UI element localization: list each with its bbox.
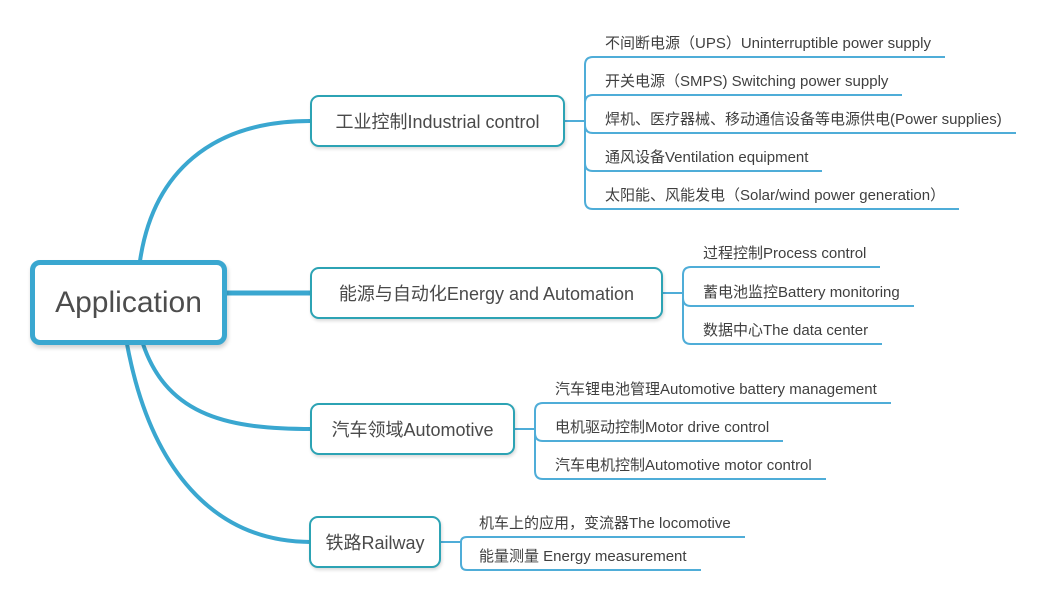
- leaf-battery-monitoring[interactable]: 蓄电池监控Battery monitoring: [691, 283, 914, 307]
- leaf-ups[interactable]: 不间断电源（UPS）Uninterruptible power supply: [593, 34, 945, 58]
- branch-connector-railway: [441, 536, 468, 571]
- branch-automotive[interactable]: 汽车领域Automotive: [310, 403, 515, 455]
- leaf-data-center[interactable]: 数据中心The data center: [691, 321, 883, 345]
- leaf-energy-measurement[interactable]: 能量测量 Energy measurement: [467, 547, 701, 571]
- leaf-power-supplies[interactable]: 焊机、医疗器械、移动通信设备等电源供电(Power supplies): [593, 110, 1016, 134]
- leaf-ventilation[interactable]: 通风设备Ventilation equipment: [593, 148, 823, 172]
- leaf-auto-motor-control[interactable]: 汽车电机控制Automotive motor control: [543, 456, 826, 480]
- branch-railway[interactable]: 铁路Railway: [309, 516, 441, 568]
- root-node[interactable]: Application: [30, 260, 227, 345]
- link-root-industrial: [138, 119, 312, 263]
- leaf-motor-drive-control[interactable]: 电机驱动控制Motor drive control: [543, 418, 784, 442]
- branch-connector-energy: [663, 266, 692, 345]
- branch-connector-industrial: [565, 56, 594, 210]
- link-root-railway: [125, 342, 313, 544]
- leaf-auto-battery-management[interactable]: 汽车锂电池管理Automotive battery management: [543, 380, 891, 404]
- branch-label: 能源与自动化Energy and Automation: [338, 284, 635, 304]
- leaf-process-control[interactable]: 过程控制Process control: [691, 244, 881, 268]
- leaf-smps[interactable]: 开关电源（SMPS) Switching power supply: [593, 72, 903, 96]
- branch-label: 铁路Railway: [325, 533, 425, 553]
- branch-connector-automotive: [515, 402, 544, 480]
- branch-industrial-control[interactable]: 工业控制Industrial control: [310, 95, 565, 147]
- branch-energy-automation[interactable]: 能源与自动化Energy and Automation: [310, 267, 663, 319]
- leaf-locomotive[interactable]: 机车上的应用，变流器The locomotive: [467, 514, 745, 538]
- leaf-solar-wind[interactable]: 太阳能、风能发电（Solar/wind power generation）: [593, 186, 960, 210]
- root-node-label: Application: [55, 285, 202, 319]
- link-root-automotive: [141, 342, 314, 431]
- branch-label: 汽车领域Automotive: [331, 420, 494, 440]
- branch-label: 工业控制Industrial control: [335, 112, 540, 132]
